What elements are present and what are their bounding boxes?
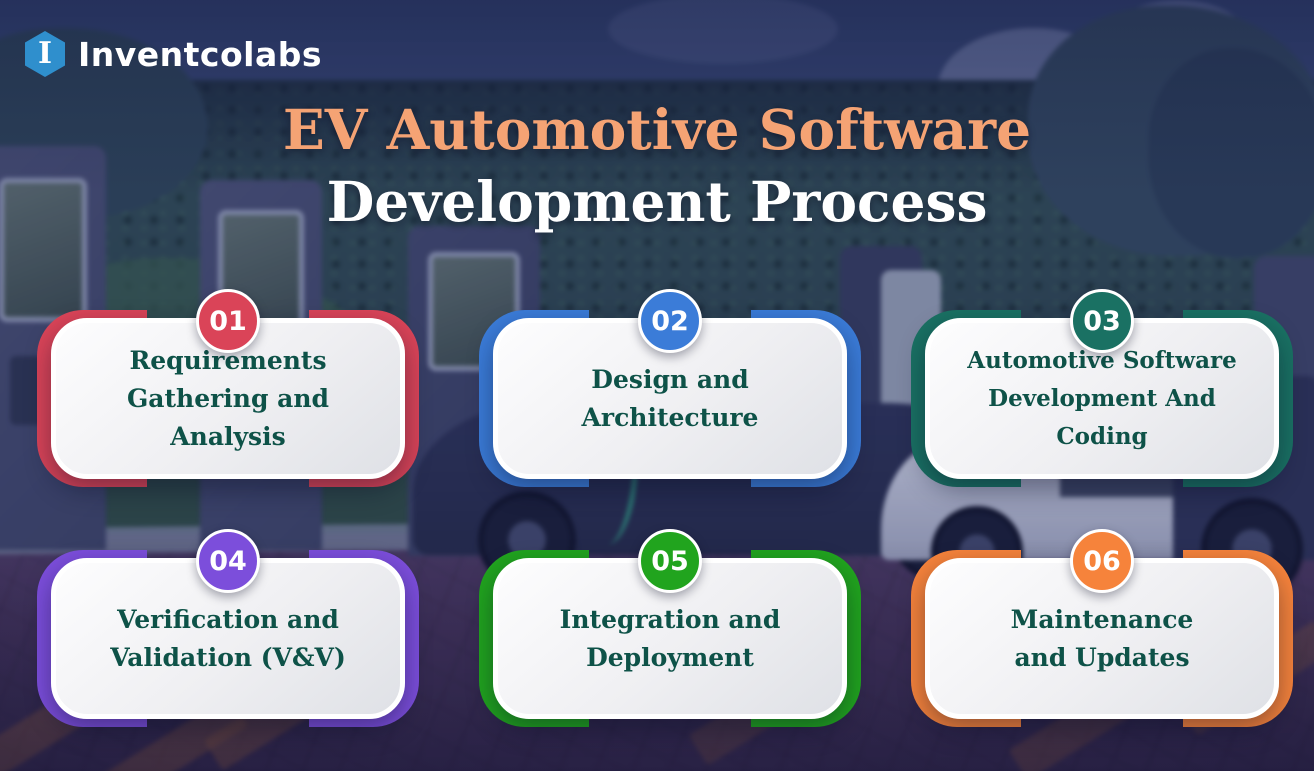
card-bracket-right (1183, 310, 1293, 487)
step-number: 01 (209, 305, 247, 337)
step-card-05: Integration and Deployment 05 (479, 529, 861, 727)
step-label: Verification and Validation (V&V) (110, 604, 346, 672)
step-label: Requirements Gathering and Analysis (126, 345, 330, 451)
step-card-03: Automotive Software Development And Codi… (911, 289, 1293, 487)
title-line-1: EV Automotive Software (282, 97, 1032, 162)
step-label: Design and Architecture (581, 364, 759, 432)
step-number-badge: 05 (638, 529, 702, 593)
tree (1148, 48, 1314, 258)
step-number-badge: 01 (196, 289, 260, 353)
logo-hexagon-icon: I (25, 31, 65, 77)
step-number: 04 (209, 545, 247, 577)
page-title: EV Automotive Software Development Proce… (0, 94, 1314, 238)
brand-logo: I Inventcolabs (25, 31, 322, 77)
charger-screen (0, 178, 87, 322)
charging-station (0, 146, 106, 550)
step-card-04: Verification and Validation (V&V) 04 (37, 529, 419, 727)
brand-name: Inventcolabs (78, 34, 323, 74)
step-number: 05 (651, 545, 689, 577)
step-label: Automotive Software Development And Codi… (967, 346, 1237, 450)
step-label: Integration and Deployment (559, 604, 781, 672)
step-number-badge: 04 (196, 529, 260, 593)
step-number-badge: 02 (638, 289, 702, 353)
cloud (608, 0, 838, 64)
step-card-06: Maintenance and Updates 06 (911, 529, 1293, 727)
step-card-02: Design and Architecture 02 (479, 289, 861, 487)
step-number: 06 (1083, 545, 1121, 577)
logo-letter: I (37, 36, 53, 71)
step-number: 02 (651, 305, 689, 337)
step-number: 03 (1083, 305, 1121, 337)
step-number-badge: 06 (1070, 529, 1134, 593)
title-line-2: Development Process (326, 169, 988, 234)
step-card-01: Requirements Gathering and Analysis 01 (37, 289, 419, 487)
step-number-badge: 03 (1070, 289, 1134, 353)
step-label: Maintenance and Updates (1010, 604, 1194, 672)
